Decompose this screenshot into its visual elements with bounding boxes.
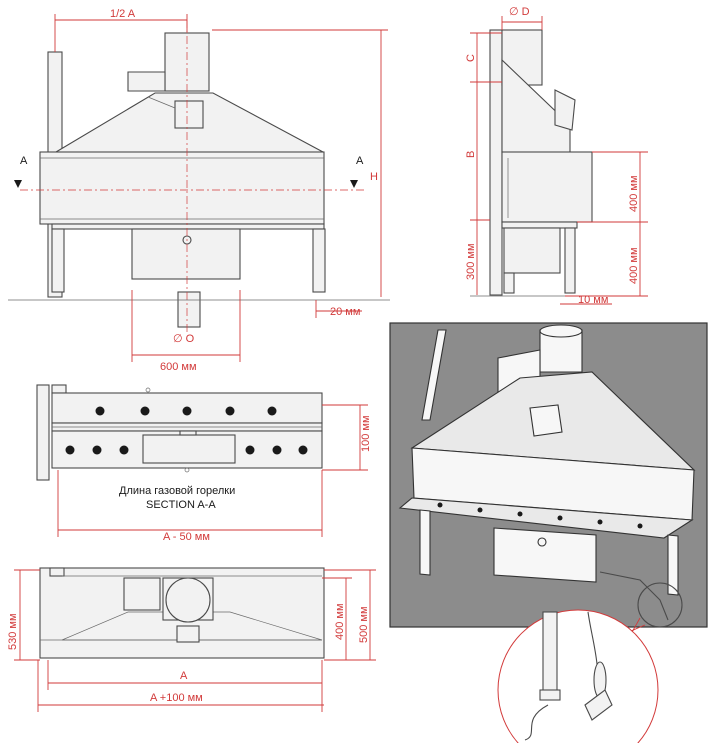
front-canopy-body [39, 151, 325, 225]
render-leg-right [667, 534, 679, 596]
plan-damper [176, 625, 200, 643]
leg-offset-label: 20 мм [330, 306, 360, 318]
render-gas-hose [599, 571, 669, 621]
front-collar [127, 71, 166, 92]
plan-530-label: 530 мм [7, 613, 19, 650]
section-box [142, 434, 236, 464]
flue-diameter-label: ∅ O [173, 333, 195, 345]
detail-hose-left [524, 704, 549, 741]
side-canopy-body [501, 151, 593, 223]
height-label: H [370, 171, 378, 183]
plan-collar [123, 577, 161, 611]
detail-plug [584, 689, 613, 721]
side-gas-box [503, 227, 561, 274]
side-frame [501, 221, 578, 229]
flue-spacing-label: 600 мм [160, 361, 197, 373]
isometric-render [389, 322, 708, 628]
side-400-upper-label: 400 мм [628, 175, 640, 212]
plan-flue-round [165, 577, 211, 623]
section-marker-left: A [20, 155, 28, 167]
section-corner [51, 384, 67, 394]
render-burner-tray [398, 497, 694, 539]
front-drain [177, 291, 201, 328]
side-10-label: 10 мм [578, 294, 608, 306]
section-back [36, 384, 50, 481]
side-c-label: C [465, 54, 477, 62]
render-detail-circle [637, 582, 683, 628]
front-leg-right [312, 228, 326, 293]
side-300-label: 300 мм [465, 243, 477, 280]
side-flue-label: ∅ D [509, 6, 530, 18]
side-view [470, 16, 648, 305]
render-damper [529, 404, 563, 437]
render-back-panel [421, 329, 447, 421]
plan-500-label: 500 мм [358, 606, 370, 643]
burner-length-label: Длина газовой горелки [119, 485, 235, 497]
side-leg-left [503, 272, 515, 294]
section-marker-right: A [356, 155, 364, 167]
section-view [36, 384, 368, 537]
section-title-label: SECTION A-A [146, 499, 216, 511]
section-width-label: A - 50 мм [163, 531, 210, 543]
render-gas-box [493, 527, 597, 583]
front-view [8, 14, 390, 362]
plan-view [14, 567, 376, 712]
detail-leg [542, 611, 558, 693]
side-damper [554, 89, 576, 131]
section-100-label: 100 мм [360, 415, 372, 452]
plan-400-label: 400 мм [334, 603, 346, 640]
front-half-width-label: 1/2 A [110, 8, 136, 20]
side-back-panel [489, 29, 503, 296]
plan-a-label: A [180, 670, 188, 682]
detail-circle [497, 609, 659, 743]
detail-zoom [497, 609, 659, 743]
side-400-lower-label: 400 мм [628, 247, 640, 284]
plan-a-plus-label: A +100 мм [150, 692, 203, 704]
front-damper [174, 100, 204, 129]
front-frame [51, 223, 325, 230]
side-b-label: B [465, 151, 477, 158]
render-leg-left [419, 509, 431, 576]
side-leg-right [564, 227, 576, 294]
front-leg-left [51, 228, 65, 293]
